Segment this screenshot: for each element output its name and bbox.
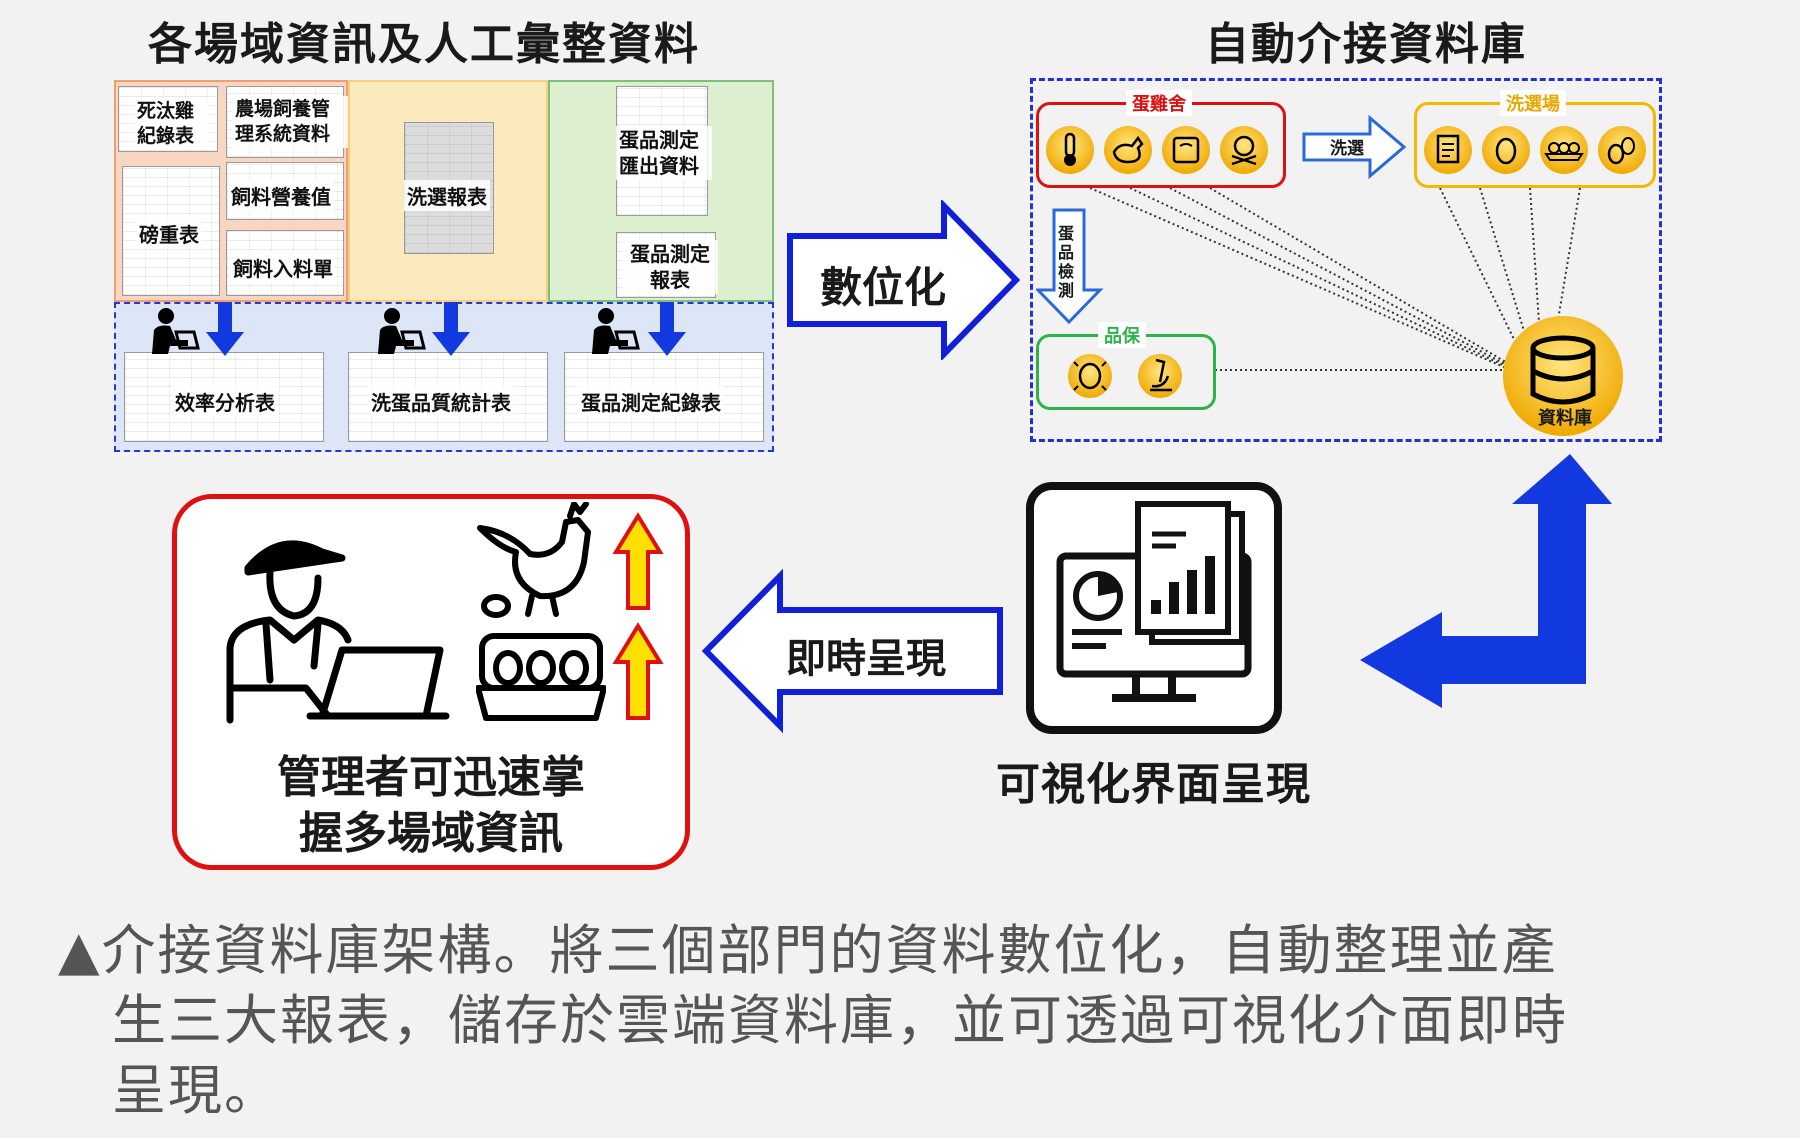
egg-test-arrow-label: 蛋品檢測 — [1058, 224, 1075, 300]
manager-text-line1: 管理者可迅速掌 — [277, 752, 585, 803]
down-arrow-icon — [206, 302, 244, 356]
realtime-label: 即時呈現 — [786, 636, 946, 682]
manager-text-line2: 握多場域資訊 — [299, 808, 563, 859]
egg-export-label: 蛋品測定匯出資料 — [616, 126, 712, 180]
visualization-monitor-icon — [1026, 482, 1282, 734]
wash-arrow-label: 洗選 — [1330, 139, 1364, 159]
worker-icon — [592, 308, 640, 354]
wash-report-label: 洗選報表 — [404, 180, 490, 211]
bacteria-icon — [1068, 354, 1112, 398]
database-label: 資料庫 — [1538, 408, 1592, 429]
microscope-icon — [1138, 354, 1182, 398]
worker-icon — [378, 308, 426, 354]
caption-line2: 生三大報表，儲存於雲端資料庫，並可透過可視化介面即時 — [112, 989, 1568, 1052]
feed-nutrition-label: 飼料營養值 — [228, 180, 334, 211]
washing-house-icons — [1424, 126, 1646, 174]
worker-icon — [152, 308, 200, 354]
digitize-label: 數位化 — [820, 263, 947, 312]
eggs-icon — [1598, 126, 1646, 174]
increase-arrow-icon — [612, 512, 664, 610]
egg-record-report-label: 蛋品測定紀錄表 — [578, 386, 724, 417]
caption-line1: ▲介接資料庫架構。將三個部門的資料數位化，自動整理並產 — [58, 919, 1558, 982]
thermometer-icon — [1046, 126, 1094, 174]
egg-report-label: 蛋品測定報表 — [622, 240, 718, 294]
henhouse-label: 蛋雞舍 — [1126, 90, 1192, 116]
quality-control-icons — [1068, 354, 1182, 398]
caption-line3: 呈現。 — [112, 1059, 280, 1122]
down-arrow-icon — [648, 302, 686, 356]
digitize-arrow-icon — [787, 200, 1021, 360]
henhouse-icons — [1046, 126, 1268, 174]
farm-management-label: 農場飼養管理系統資料 — [232, 96, 348, 148]
feed-order-label: 飼料入料單 — [230, 252, 336, 283]
wash-arrow-icon — [1302, 114, 1407, 180]
egg-test-arrow-icon — [1036, 208, 1104, 325]
source-data-title: 各場域資訊及人工彙整資料 — [148, 19, 700, 70]
increase-arrow-icon — [612, 622, 664, 720]
egg-tray-icon — [1540, 126, 1588, 174]
database-icon — [1503, 316, 1623, 436]
visualization-label: 可視化界面呈現 — [996, 759, 1311, 810]
efficiency-report-doc — [124, 352, 324, 442]
manager-text: 管理者可迅速掌 握多場域資訊 — [172, 750, 690, 862]
weight-table-label: 磅重表 — [136, 218, 202, 249]
caption: ▲介接資料庫架構。將三個部門的資料數位化，自動整理並產 生三大報表，儲存於雲端資… — [58, 916, 1758, 1126]
quality-control-label: 品保 — [1098, 322, 1146, 348]
manual-entry-icons — [152, 302, 686, 356]
database-title: 自動介接資料庫 — [1205, 19, 1527, 70]
egg-icon — [1482, 126, 1530, 174]
efficiency-report-label: 效率分析表 — [172, 386, 278, 417]
report-icon — [1424, 126, 1472, 174]
source-panel: 死汰雞紀錄表 農場飼養管理系統資料 磅重表 飼料營養值 飼料入料單 洗選報表 蛋… — [114, 80, 774, 452]
return-arrow-icon — [1360, 454, 1612, 708]
database-panel — [1030, 78, 1662, 442]
washing-house-label: 洗選場 — [1500, 90, 1566, 116]
chicken-icon — [1104, 126, 1152, 174]
death-record-label: 死汰雞紀錄表 — [134, 98, 210, 150]
egg-tray-icon — [476, 633, 606, 721]
wash-quality-report-label: 洗蛋品質統計表 — [368, 386, 514, 417]
skull-icon — [1220, 126, 1268, 174]
manager-laptop-icon — [226, 540, 450, 724]
scale-icon — [1162, 126, 1210, 174]
realtime-arrow-icon — [701, 568, 1003, 734]
chicken-icon — [477, 502, 591, 618]
down-arrow-icon — [432, 302, 470, 356]
